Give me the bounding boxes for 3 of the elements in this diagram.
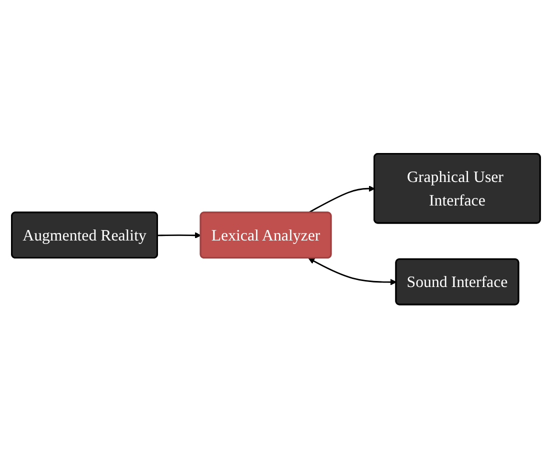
arrow [308,258,397,286]
arrow [158,232,202,239]
arrow [308,186,375,214]
